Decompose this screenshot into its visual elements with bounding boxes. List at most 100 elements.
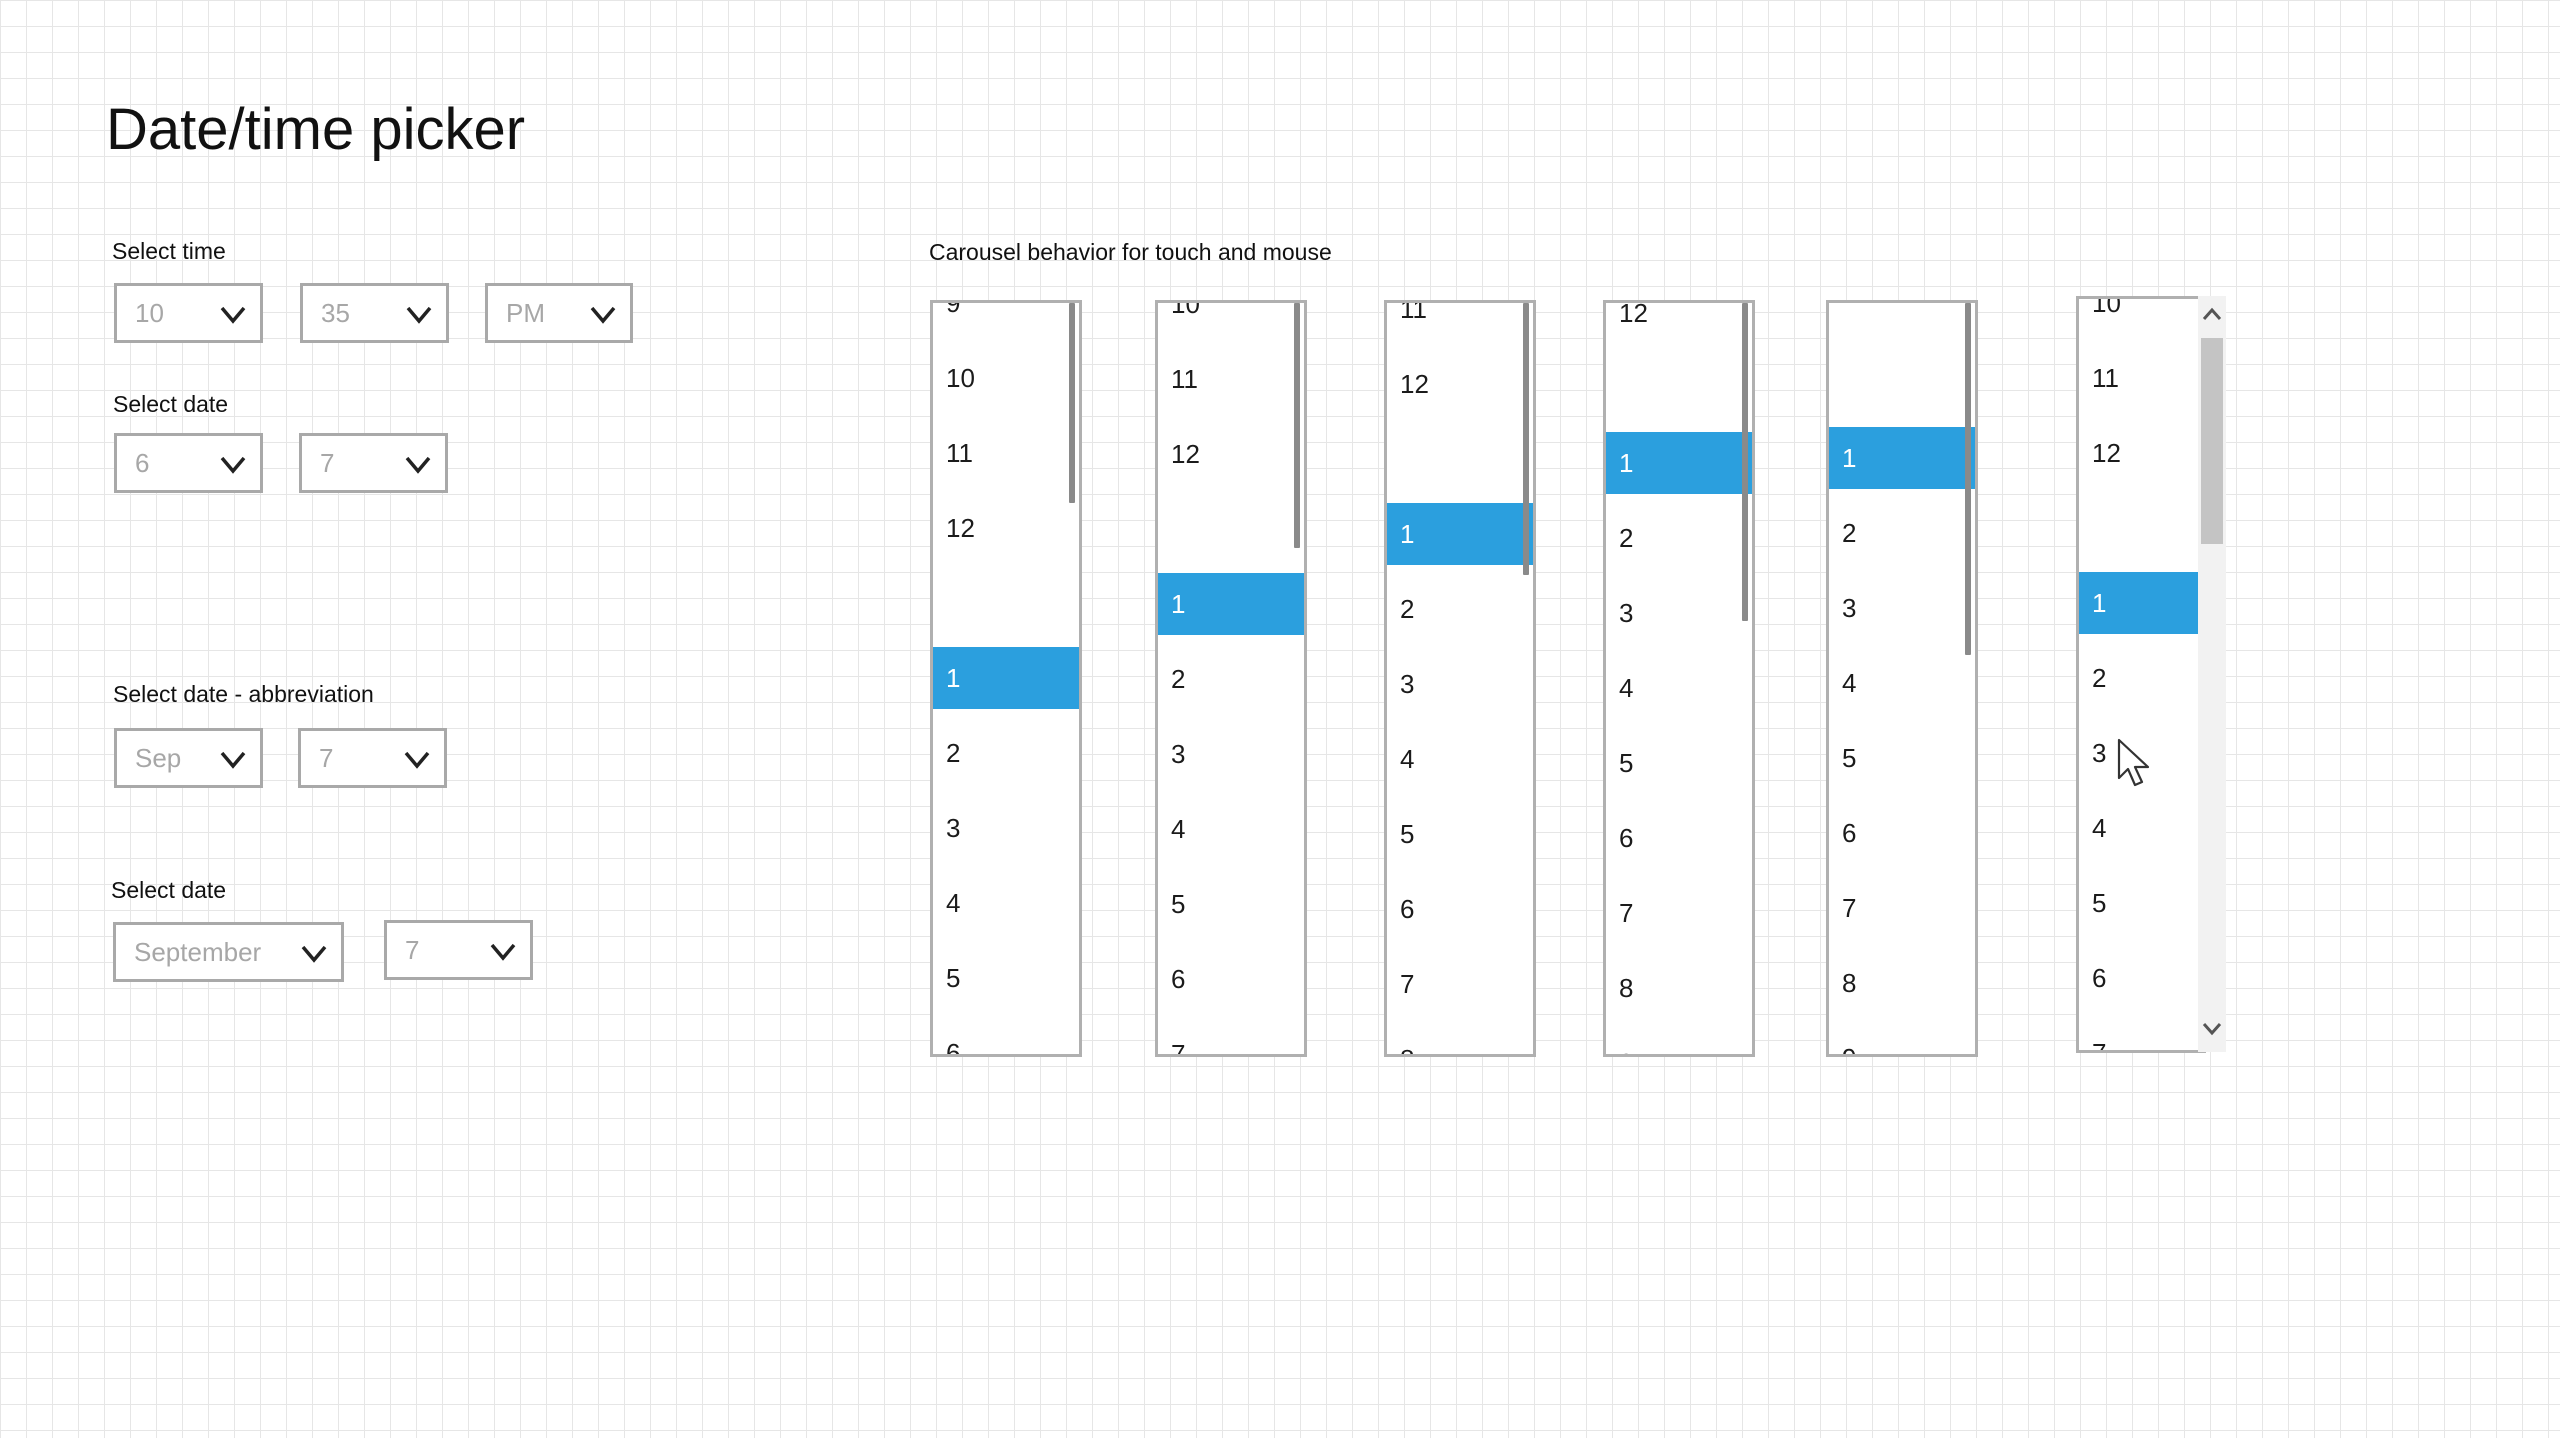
carousel-item[interactable]: 2 bbox=[1606, 507, 1752, 569]
carousel-item[interactable]: 12 bbox=[1158, 423, 1304, 485]
month-full-dropdown[interactable]: September bbox=[113, 922, 344, 982]
carousel-5[interactable]: 12345678910 bbox=[1826, 300, 1978, 1057]
carousel-item[interactable]: 2 bbox=[2079, 647, 2206, 709]
carousel-item[interactable]: 8 bbox=[1829, 952, 1975, 1014]
carousel-item-label: 9 bbox=[946, 300, 961, 318]
carousel-item-label: 3 bbox=[946, 813, 961, 843]
ampm-dropdown[interactable]: PM bbox=[485, 283, 633, 343]
carousel-item[interactable]: 12 bbox=[1387, 353, 1533, 415]
carousel-item-label: 6 bbox=[1171, 964, 1186, 994]
carousel-item[interactable]: 12 bbox=[933, 497, 1079, 559]
carousel-spacer[interactable] bbox=[2079, 497, 2206, 559]
day-full-dropdown[interactable]: 7 bbox=[384, 920, 533, 980]
carousel-item[interactable]: 11 bbox=[2079, 347, 2206, 409]
carousel-item[interactable]: 8 bbox=[1606, 957, 1752, 1019]
carousel-item-selected[interactable]: 1 bbox=[1829, 427, 1975, 489]
select-date-full-label: Select date bbox=[111, 877, 227, 903]
carousel-item[interactable]: 3 bbox=[1387, 653, 1533, 715]
select-date-abbrev-label: Select date - abbreviation bbox=[113, 681, 374, 707]
carousel-item-selected[interactable]: 1 bbox=[2079, 572, 2206, 634]
page-title: Date/time picker bbox=[106, 97, 526, 162]
carousel-item[interactable]: 7 bbox=[1829, 877, 1975, 939]
day-dropdown[interactable]: 7 bbox=[299, 433, 448, 493]
carousel-item-selected[interactable]: 1 bbox=[1606, 432, 1752, 494]
carousel-item[interactable]: 7 bbox=[1387, 953, 1533, 1015]
carousel-item-selected[interactable]: 1 bbox=[1387, 503, 1533, 565]
carousel-item[interactable]: 12 bbox=[1606, 303, 1752, 344]
carousel-item[interactable]: 2 bbox=[1829, 502, 1975, 564]
carousel-4[interactable]: 12123456789 bbox=[1603, 300, 1755, 1057]
carousel-item[interactable]: 5 bbox=[933, 947, 1079, 1009]
carousel-item[interactable]: 6 bbox=[933, 1022, 1079, 1057]
carousel-item[interactable]: 9 bbox=[1606, 1032, 1752, 1054]
carousel-item[interactable]: 11 bbox=[1158, 348, 1304, 410]
carousel-item[interactable]: 7 bbox=[1158, 1023, 1304, 1054]
carousel-item[interactable]: 4 bbox=[1158, 798, 1304, 860]
carousel-item[interactable]: 3 bbox=[1158, 723, 1304, 785]
carousel-scroll-indicator bbox=[1523, 303, 1529, 575]
carousel-item-selected[interactable]: 1 bbox=[1158, 573, 1304, 635]
day-value: 7 bbox=[320, 448, 335, 478]
carousel-item[interactable]: 9 bbox=[1829, 1027, 1975, 1054]
carousel-item-label: 1 bbox=[946, 663, 961, 693]
carousel-spacer[interactable] bbox=[1829, 352, 1975, 414]
carousel-item[interactable]: 11 bbox=[933, 422, 1079, 484]
carousel-item-selected[interactable]: 1 bbox=[933, 647, 1079, 709]
carousel-spacer[interactable] bbox=[1606, 357, 1752, 419]
carousel-item[interactable]: 5 bbox=[1387, 803, 1533, 865]
carousel-item[interactable]: 6 bbox=[1158, 948, 1304, 1010]
carousel-item[interactable]: 3 bbox=[1606, 582, 1752, 644]
month-dropdown[interactable]: 6 bbox=[114, 433, 263, 493]
carousel-item[interactable]: 8 bbox=[1387, 1028, 1533, 1054]
carousel-item[interactable]: 6 bbox=[1829, 802, 1975, 864]
carousel-item[interactable]: 4 bbox=[1606, 657, 1752, 719]
carousel-item[interactable]: 5 bbox=[2079, 872, 2206, 934]
carousel-item[interactable]: 5 bbox=[1829, 727, 1975, 789]
carousel-item[interactable]: 2 bbox=[1387, 578, 1533, 640]
carousel-item[interactable]: 10 bbox=[2079, 299, 2206, 334]
carousel-item[interactable]: 6 bbox=[2079, 947, 2206, 1009]
carousel-item[interactable]: 6 bbox=[1606, 807, 1752, 869]
carousel-spacer[interactable] bbox=[1387, 428, 1533, 490]
carousel-item[interactable]: 2 bbox=[933, 722, 1079, 784]
carousel-item[interactable]: 4 bbox=[933, 872, 1079, 934]
carousel-scroll-indicator bbox=[1069, 303, 1075, 503]
carousel-item[interactable]: 5 bbox=[1158, 873, 1304, 935]
hour-dropdown[interactable]: 10 bbox=[114, 283, 263, 343]
carousel-item-label: 5 bbox=[1400, 819, 1415, 849]
day-abbrev-value: 7 bbox=[319, 743, 334, 773]
carousel-item-label: 2 bbox=[1842, 518, 1857, 548]
carousel-item[interactable]: 7 bbox=[1606, 882, 1752, 944]
carousel-spacer[interactable] bbox=[933, 572, 1079, 634]
carousel-item[interactable]: 11 bbox=[1387, 303, 1533, 340]
carousel-item[interactable]: 3 bbox=[2079, 722, 2206, 784]
carousel-item[interactable]: 9 bbox=[933, 300, 1079, 334]
carousel-item[interactable]: 10 bbox=[1158, 303, 1304, 335]
carousel-item-label: 1 bbox=[2092, 588, 2107, 618]
carousel-item[interactable]: 5 bbox=[1606, 732, 1752, 794]
carousel-item[interactable]: 4 bbox=[1829, 652, 1975, 714]
carousel-item[interactable]: 7 bbox=[2079, 1022, 2206, 1050]
scrollbar-thumb[interactable] bbox=[2201, 338, 2223, 544]
carousel-item[interactable]: 10 bbox=[933, 347, 1079, 409]
carousel-item[interactable]: 3 bbox=[1829, 577, 1975, 639]
month-abbrev-dropdown[interactable]: Sep bbox=[114, 728, 263, 788]
minute-dropdown[interactable]: 35 bbox=[300, 283, 449, 343]
carousel-item[interactable]: 6 bbox=[1387, 878, 1533, 940]
carousel-item[interactable]: 4 bbox=[2079, 797, 2206, 859]
chevron-down-icon[interactable] bbox=[2200, 1019, 2224, 1039]
carousel-scroll-indicator bbox=[1965, 303, 1971, 655]
chevron-up-icon[interactable] bbox=[2200, 304, 2224, 324]
carousel-item[interactable]: 12 bbox=[2079, 422, 2206, 484]
carousel-item-label: 6 bbox=[946, 1038, 961, 1057]
carousel-item[interactable]: 3 bbox=[933, 797, 1079, 859]
carousel-item[interactable]: 4 bbox=[1387, 728, 1533, 790]
carousel-item[interactable]: 2 bbox=[1158, 648, 1304, 710]
day-abbrev-dropdown[interactable]: 7 bbox=[298, 728, 447, 788]
carousel-item-label: 4 bbox=[1171, 814, 1186, 844]
carousel-spacer[interactable] bbox=[1158, 498, 1304, 560]
carousel-3[interactable]: 111212345678 bbox=[1384, 300, 1536, 1057]
